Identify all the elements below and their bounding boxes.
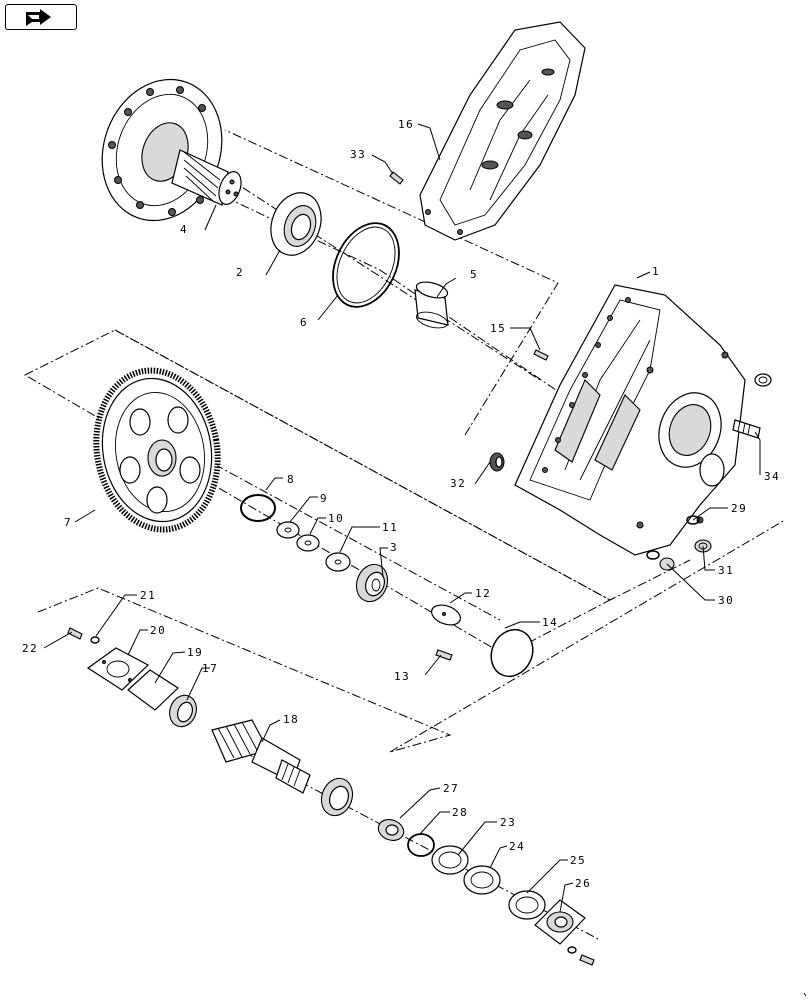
callout-28: 28: [452, 806, 468, 819]
callout-10: 10: [328, 512, 344, 525]
callout-11: 11: [382, 521, 398, 534]
callout-29: 29: [731, 502, 747, 515]
part-3-bearing: [355, 563, 389, 603]
callout-7: 7: [64, 516, 72, 529]
callout-8: 8: [287, 473, 295, 486]
stray-mark: [803, 992, 807, 997]
callout-4: 4: [180, 223, 188, 236]
part-32-plug: [489, 452, 505, 472]
part-28-spacer: [377, 819, 405, 841]
return-arrow-icon: [26, 9, 51, 26]
part-24-gasket: [463, 865, 501, 895]
callout-34: 34: [764, 470, 780, 483]
part-14-cap: [490, 628, 534, 678]
part-29-washer: [686, 515, 700, 525]
part-17-bearing: [169, 694, 197, 728]
callout-32: 32: [450, 477, 466, 490]
callout-26: 26: [575, 877, 591, 890]
part-16-cover: [419, 21, 586, 241]
part-27-bearing: [320, 777, 354, 817]
callout-13: 13: [394, 670, 410, 683]
part-23-gasket: [431, 845, 469, 875]
part-26-bolt: [567, 946, 595, 966]
part-12-retainer: [430, 604, 462, 626]
callout-17: 17: [202, 662, 218, 675]
part-19-gasket: [127, 669, 179, 711]
callout-5: 5: [470, 268, 478, 281]
part-21-washer: [90, 636, 100, 644]
callout-22: 22: [22, 642, 38, 655]
part-4-flange-shaft: [101, 78, 242, 222]
part-6-ring: [332, 222, 400, 308]
callout-24: 24: [509, 840, 525, 853]
callout-30: 30: [718, 594, 734, 607]
callout-12: 12: [475, 587, 491, 600]
part-2-bearing: [270, 192, 322, 256]
callout-14: 14: [542, 616, 558, 629]
callout-1: 1: [652, 265, 660, 278]
part-18-pinion-shaft: [211, 719, 311, 794]
callout-25: 25: [570, 854, 586, 867]
part-13-bolt: [435, 649, 453, 661]
callout-2: 2: [236, 266, 244, 279]
callout-15: 15: [490, 322, 506, 335]
callout-3: 3: [390, 541, 398, 554]
part-10-shim: [296, 534, 320, 552]
part-26-seal-housing: [534, 899, 586, 945]
part-20-cover-plate: [86, 647, 150, 691]
part-22-bolt: [67, 627, 83, 640]
nav-return-button[interactable]: [5, 4, 77, 30]
part-28-snap-ring: [407, 833, 435, 857]
part-15-pin: [533, 349, 549, 361]
part-1-housing: [514, 284, 746, 556]
part-25-gasket: [508, 890, 546, 920]
callout-6: 6: [300, 316, 308, 329]
part-5-sleeve: [414, 281, 449, 329]
callout-23: 23: [500, 816, 516, 829]
leader-lines: [43, 123, 761, 913]
callout-27: 27: [443, 782, 459, 795]
part-33-bolt: [389, 171, 404, 185]
callout-16: 16: [398, 118, 414, 131]
part-11-shim: [325, 552, 351, 572]
callout-31: 31: [718, 564, 734, 577]
callout-labels: 1 2 3 4 5 6 7 8 9 10 11 12 13 14 15 16 1…: [22, 118, 780, 890]
callout-18: 18: [283, 713, 299, 726]
callout-9: 9: [320, 492, 328, 505]
callout-20: 20: [150, 624, 166, 637]
part-7-gear: [93, 367, 221, 533]
assembly-boundary-lines: [23, 129, 786, 941]
callout-21: 21: [140, 589, 156, 602]
part-34-bolt: [732, 373, 772, 439]
callout-33: 33: [350, 148, 366, 161]
part-8-snap-ring: [240, 494, 276, 522]
callout-19: 19: [187, 646, 203, 659]
part-9-shim: [276, 521, 300, 539]
